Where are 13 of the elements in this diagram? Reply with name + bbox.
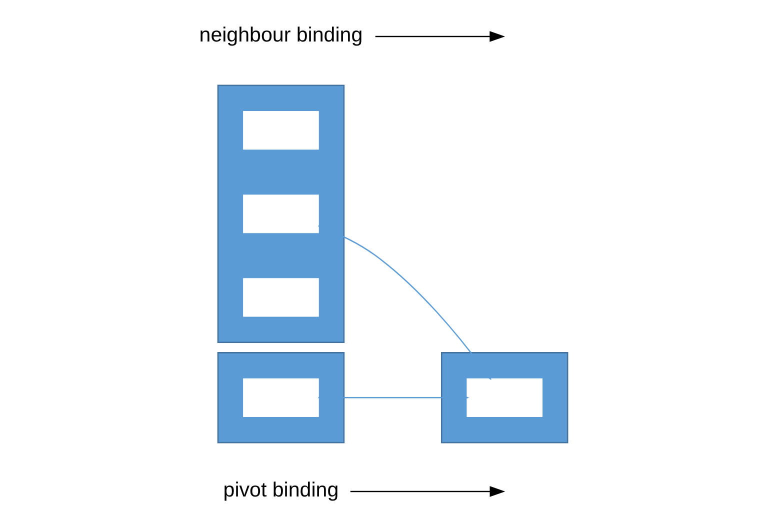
node-box <box>243 278 319 317</box>
node-text: neighbour binding <box>199 23 363 46</box>
arrow <box>318 225 492 380</box>
cluster <box>217 84 345 344</box>
arrow <box>350 486 506 497</box>
cluster <box>217 352 345 444</box>
node-text: pivot binding <box>223 478 339 502</box>
arrow <box>375 31 506 42</box>
cluster <box>440 352 568 444</box>
node-box <box>243 378 319 417</box>
node-box <box>243 194 319 234</box>
node-box <box>466 378 543 417</box>
node-box <box>243 111 319 150</box>
